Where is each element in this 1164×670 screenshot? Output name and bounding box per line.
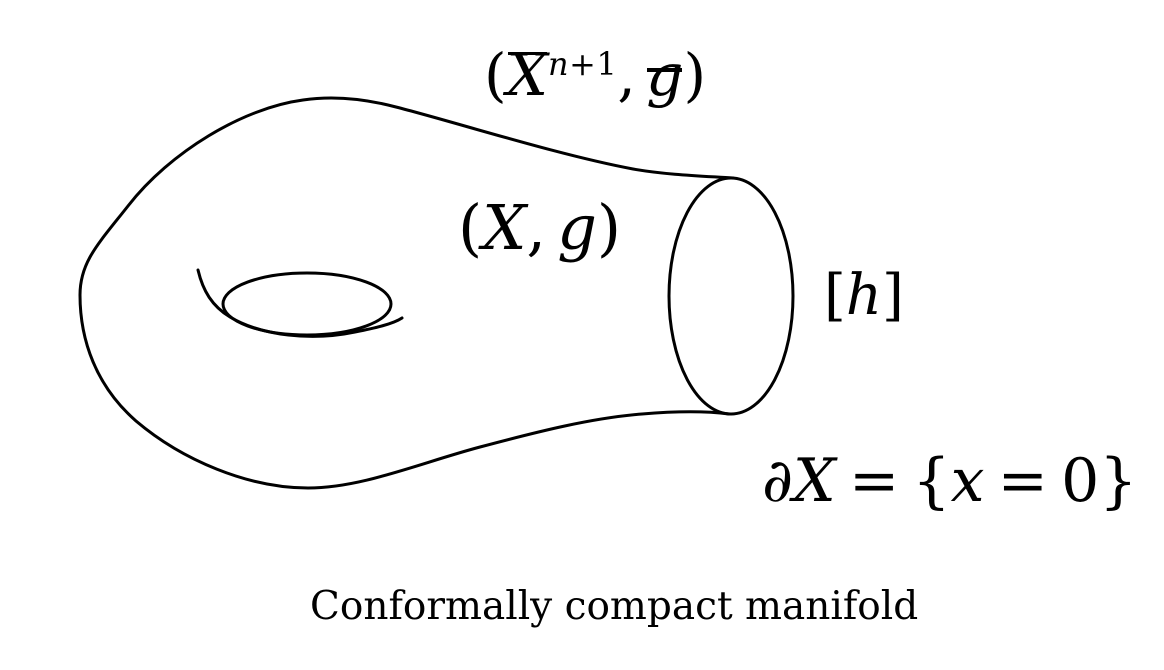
x-cap-symbol: X (793, 446, 836, 516)
boundary-circle (667, 176, 795, 416)
comma: , (617, 41, 636, 109)
boundary-equation-label: ∂X={x=0} (762, 451, 1137, 511)
equals-sign-2: = (997, 446, 1048, 516)
g-bar-symbol: g (646, 41, 684, 109)
partial-symbol: ∂ (762, 446, 794, 516)
brace-open: { (912, 446, 951, 516)
sup-n: n (547, 45, 570, 84)
paren-close: ) (683, 41, 707, 109)
figure-caption: Conformally compact manifold (310, 584, 919, 629)
h-symbol: h (845, 263, 882, 328)
x-symbol: x (950, 446, 985, 516)
x-bar-symbol: X (506, 41, 548, 109)
interior-metric-label: (X,g) (458, 197, 621, 259)
g-symbol: g (557, 191, 597, 264)
paren-open: ( (458, 191, 483, 264)
conformal-class-label: [h] (824, 268, 904, 324)
bracket-close: ] (881, 263, 904, 328)
manifold-outline (78, 96, 735, 490)
ambient-metric-label: (Xn+1,g) (484, 46, 706, 104)
equals-sign: = (848, 446, 900, 516)
sup-plus-one: +1 (569, 45, 618, 84)
paren-open: ( (484, 41, 507, 109)
comma: , (526, 191, 547, 264)
paren-close: ) (596, 191, 622, 264)
brace-close: } (1099, 446, 1138, 516)
handle-hole-arc (196, 268, 404, 338)
bracket-open: [ (824, 263, 846, 328)
x-symbol: X (482, 191, 527, 264)
dimension-superscript: n+1 (548, 45, 617, 83)
zero-symbol: 0 (1061, 446, 1100, 516)
